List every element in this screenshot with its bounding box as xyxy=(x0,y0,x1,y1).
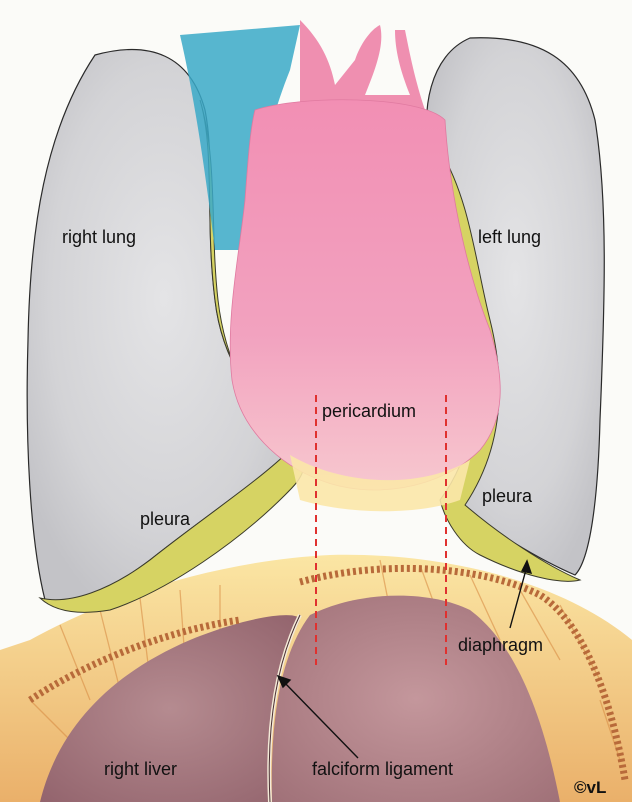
right-lung-label: right lung xyxy=(62,228,136,246)
pleura-right-label: pleura xyxy=(140,510,190,528)
left-lung-label: left lung xyxy=(478,228,541,246)
falciform-ligament-label: falciform ligament xyxy=(312,760,453,778)
right-liver-label: right liver xyxy=(104,760,177,778)
pericardium-label: pericardium xyxy=(322,402,416,420)
pleura-left-label: pleura xyxy=(482,487,532,505)
diaphragm-label: diaphragm xyxy=(458,636,543,654)
copyright-credit: ©vL xyxy=(574,779,606,796)
